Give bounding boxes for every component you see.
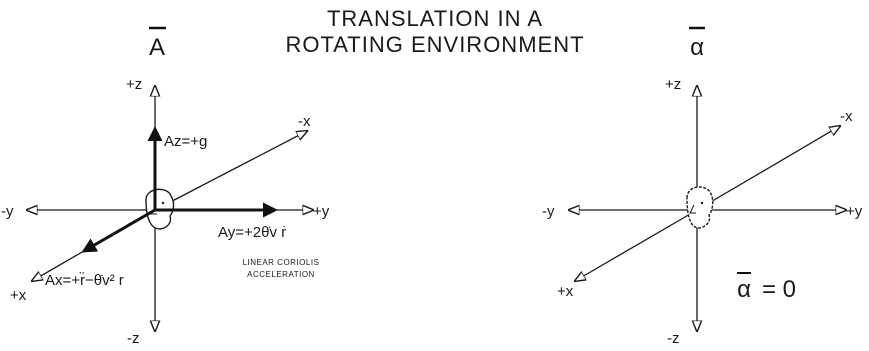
- left-note-line-2: ACCELERATION: [247, 270, 315, 279]
- left-ax-label: Ax=+r̈−θ̇v² r: [45, 271, 124, 289]
- left-label-neg-z: -z: [127, 330, 140, 347]
- right-label-pos-y: +y: [846, 203, 863, 220]
- left-x-axis-neg: [154, 131, 307, 211]
- left-label-pos-z: +z: [126, 76, 142, 93]
- left-panel-symbol: A: [149, 34, 165, 61]
- left-ay-label: Ay=+2θ̇v ṙ: [218, 224, 286, 241]
- right-panel: α +z -z +y -y -x +x α = 0: [542, 26, 863, 347]
- right-x-axis-neg: [696, 126, 840, 211]
- left-label-pos-x: +x: [10, 287, 27, 304]
- title-line-1: TRANSLATION IN A: [327, 6, 543, 31]
- left-az-label: Az=+g: [164, 133, 207, 150]
- right-label-pos-z: +z: [665, 76, 681, 93]
- left-label-neg-y: -y: [1, 203, 14, 220]
- right-head-icon: [686, 186, 714, 229]
- left-label-pos-y: +y: [313, 203, 330, 220]
- right-label-neg-x: -x: [840, 108, 853, 125]
- left-ax-vector: [81, 208, 156, 253]
- right-label-neg-z: -z: [667, 330, 680, 347]
- right-panel-symbol: α: [690, 34, 704, 61]
- right-x-axis-pos: [575, 209, 698, 281]
- right-label-pos-x: +x: [557, 283, 574, 300]
- left-label-neg-x: -x: [298, 113, 311, 130]
- right-label-neg-y: -y: [542, 203, 555, 220]
- title-line-2: ROTATING ENVIRONMENT: [285, 32, 584, 57]
- left-panel: A +z -z +y -y -x +x Az=+g Ay=+2θ̇v ṙ Ax=…: [1, 26, 330, 347]
- right-equation-rhs: = 0: [762, 276, 796, 303]
- right-equation-lhs: α: [737, 276, 751, 303]
- left-note-line-1: LINEAR CORIOLIS: [243, 258, 320, 267]
